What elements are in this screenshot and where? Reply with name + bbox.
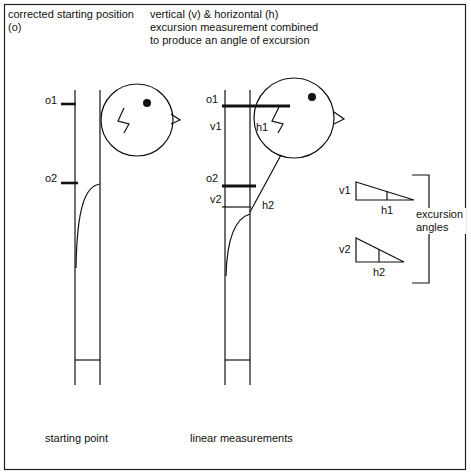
wall-line [224, 90, 225, 385]
nose-mark [334, 112, 344, 124]
measure-label: h1 [381, 204, 393, 217]
measure-label: v2 [210, 193, 222, 206]
measure-label: v2 [339, 243, 351, 256]
eye-dot [308, 93, 316, 101]
chin-line [250, 155, 281, 212]
triangle-tick [386, 191, 387, 200]
point-label: o1 [206, 93, 218, 106]
head-circle [101, 84, 173, 156]
eye-dot [143, 99, 151, 107]
angle-triangle [356, 238, 404, 262]
nose-mark [171, 114, 180, 124]
measure-label: v1 [210, 120, 222, 133]
base-line [75, 359, 100, 360]
point-label: o1 [45, 94, 57, 107]
heading: corrected starting position (o) [8, 8, 143, 34]
measure-label: h2 [373, 266, 385, 279]
v2-line [222, 206, 251, 207]
wall-line [249, 90, 250, 385]
heading: vertical (v) & horizontal (h) excursion … [150, 8, 326, 48]
callout-label: excursion angles [415, 208, 466, 234]
base-line [225, 359, 250, 360]
jaw-curve [76, 184, 100, 268]
point-label: o2 [45, 172, 57, 185]
figure-caption: linear measurements [190, 432, 293, 445]
starting-point-figure [61, 84, 180, 385]
figure-caption: starting point [45, 432, 108, 445]
measure-label: h2 [262, 199, 274, 212]
o2-tick [61, 182, 78, 185]
wall-line [74, 90, 75, 385]
head-circle [254, 78, 334, 158]
triangle-tick [378, 249, 379, 262]
o1-line [222, 105, 290, 108]
measure-label: v1 [339, 184, 351, 197]
jaw-curve [226, 214, 250, 276]
point-label: o2 [206, 172, 218, 185]
mouth-mark [272, 107, 283, 133]
frame [5, 5, 466, 470]
measure-label: h1 [256, 121, 268, 134]
angle-triangle [356, 182, 414, 200]
wall-line [99, 90, 100, 385]
o1-tick [61, 103, 76, 106]
linear-measurements-figure [222, 78, 344, 385]
o2-line [222, 185, 256, 188]
mouth-mark [118, 108, 129, 133]
